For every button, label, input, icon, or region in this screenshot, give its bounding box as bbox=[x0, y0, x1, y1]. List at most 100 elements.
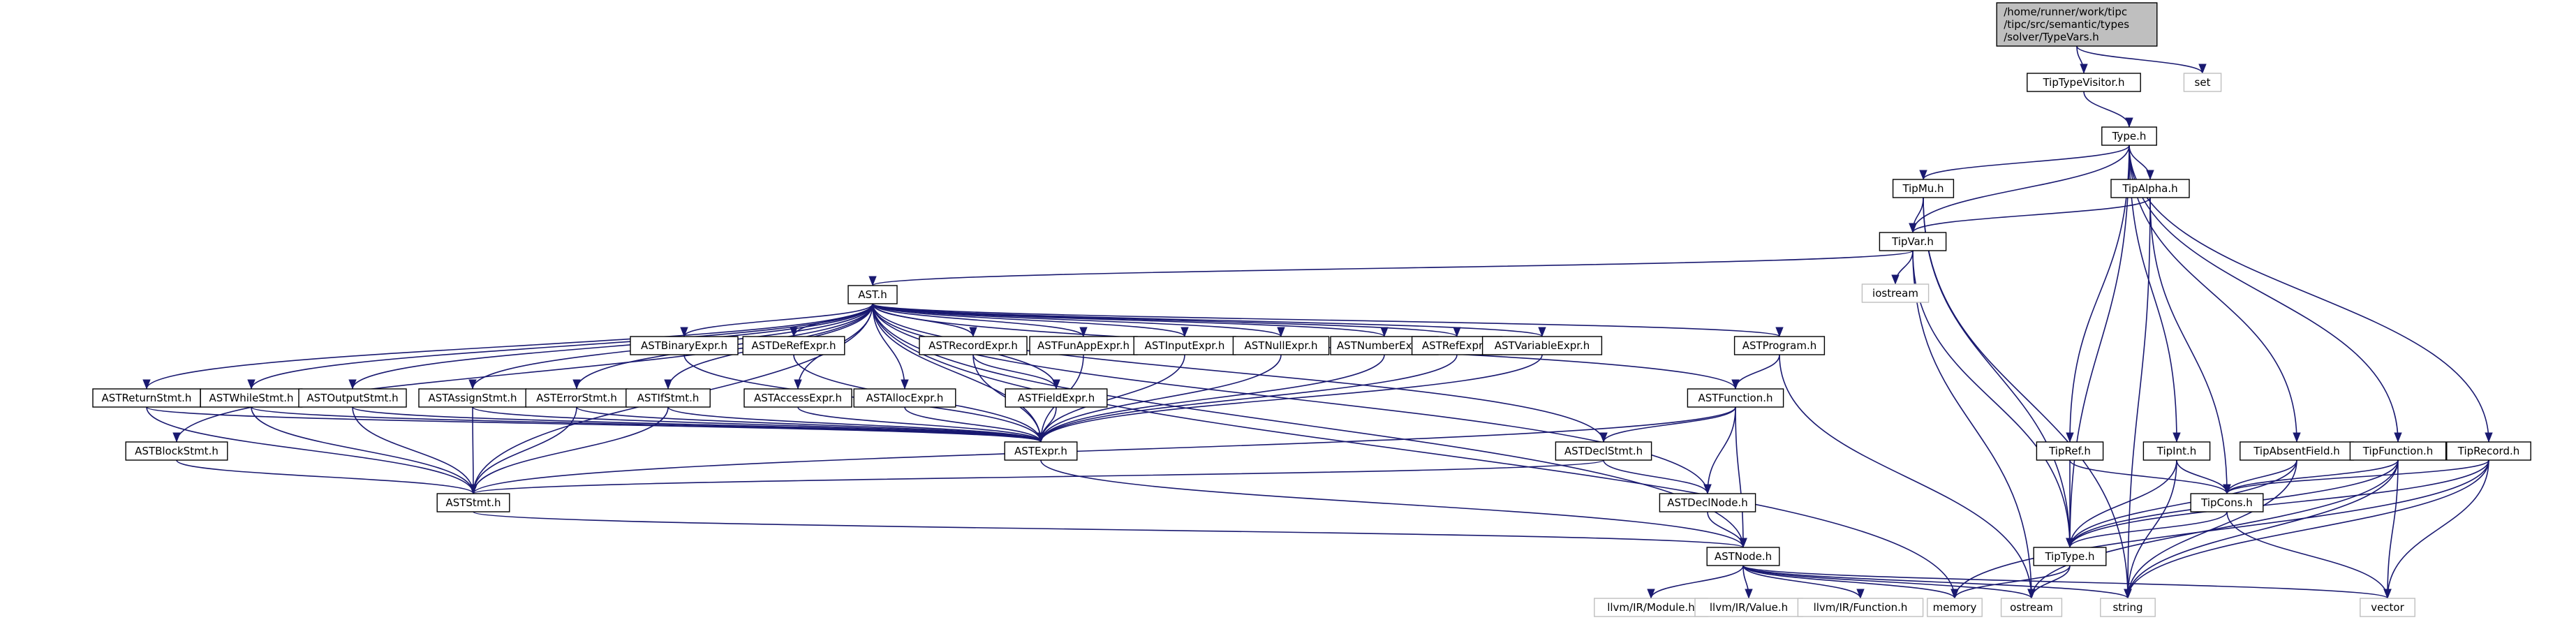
node-TipMu[interactable]: TipMu.h bbox=[1892, 179, 1955, 198]
node-box-ASTNullExpr bbox=[1232, 336, 1330, 355]
node-box-string bbox=[2100, 598, 2156, 617]
edge-Type-to-TipAlpha bbox=[2129, 145, 2154, 180]
node-TipCons[interactable]: TipCons.h bbox=[2190, 493, 2264, 512]
edge-Type-to-TipRef bbox=[2066, 145, 2130, 443]
node-TipRef[interactable]: TipRef.h bbox=[2036, 441, 2104, 461]
edge-AST-to-ASTOutputStmt bbox=[348, 303, 873, 390]
node-ASTIfStmt[interactable]: ASTIfStmt.h bbox=[626, 388, 711, 408]
edge-TipRecord-to-vector bbox=[2383, 459, 2489, 599]
node-ASTInputExpr[interactable]: ASTInputExpr.h bbox=[1133, 336, 1236, 355]
node-ASTFunAppExpr[interactable]: ASTFunAppExpr.h bbox=[1029, 336, 1138, 355]
edge-root-to-set bbox=[2076, 45, 2207, 74]
node-label-TipAbsentField: TipAbsentField.h bbox=[2253, 445, 2340, 457]
node-ASTFunction[interactable]: ASTFunction.h bbox=[1687, 388, 1784, 408]
edge-ASTNode-to-ostream bbox=[1742, 565, 2036, 599]
node-TipVar[interactable]: TipVar.h bbox=[1879, 232, 1947, 251]
edge-TipType-to-ostream bbox=[2027, 565, 2071, 599]
edge-TipFunction-to-ostream bbox=[2027, 459, 2399, 599]
edge-AST-to-ASTFunAppExpr bbox=[872, 303, 1088, 337]
node-ASTBinaryExpr[interactable]: ASTBinaryExpr.h bbox=[630, 336, 739, 355]
node-TipFunction[interactable]: TipFunction.h bbox=[2349, 441, 2447, 461]
node-label-TipMu: TipMu.h bbox=[1902, 182, 1944, 195]
node-label-ASTProgram: ASTProgram.h bbox=[1742, 339, 1817, 352]
node-ASTAssignStmt[interactable]: ASTAssignStmt.h bbox=[418, 388, 527, 408]
edge-ASTFieldExpr-to-ASTExpr bbox=[1037, 406, 1057, 443]
edge-Type-to-TipMu bbox=[1919, 145, 2130, 180]
node-label-set: set bbox=[2195, 76, 2211, 89]
edge-AST-to-ASTBinaryExpr bbox=[680, 303, 873, 337]
node-ASTVariableExpr[interactable]: ASTVariableExpr.h bbox=[1481, 336, 1603, 355]
node-ASTBlockStmt[interactable]: ASTBlockStmt.h bbox=[125, 441, 228, 461]
edge-AST-to-ASTReturnStmt bbox=[142, 303, 873, 390]
node-TipTypeVisitor[interactable]: TipTypeVisitor.h bbox=[2027, 73, 2141, 92]
node-box-memory bbox=[1927, 598, 1983, 617]
node-label-llvmFunction: llvm/IR/Function.h bbox=[1814, 601, 1908, 614]
node-label-ASTStmt: ASTStmt.h bbox=[445, 496, 501, 509]
node-label-ASTNode: ASTNode.h bbox=[1715, 550, 1772, 563]
edge-AST-to-ASTProgram bbox=[872, 303, 1783, 337]
node-ASTRecordExpr[interactable]: ASTRecordExpr.h bbox=[919, 336, 1028, 355]
edge-TipTypeVisitor-to-Type bbox=[2083, 91, 2133, 128]
node-box-TipTypeVisitor bbox=[2027, 73, 2141, 92]
node-ASTDeRefExpr[interactable]: ASTDeRefExpr.h bbox=[742, 336, 845, 355]
node-label-ASTRefExpr: ASTRefExpr.h bbox=[1422, 339, 1492, 352]
node-ASTProgram[interactable]: ASTProgram.h bbox=[1733, 336, 1826, 355]
node-ASTAllocExpr[interactable]: ASTAllocExpr.h bbox=[853, 388, 956, 408]
node-ASTReturnStmt[interactable]: ASTReturnStmt.h bbox=[92, 388, 201, 408]
node-label-TipType: TipType.h bbox=[2044, 550, 2094, 563]
node-TipInt[interactable]: TipInt.h bbox=[2142, 441, 2211, 461]
node-TipAlpha[interactable]: TipAlpha.h bbox=[2110, 179, 2190, 198]
node-label-TipCons: TipCons.h bbox=[2200, 496, 2253, 509]
edge-ASTFunction-to-ASTDeclStmt bbox=[1599, 406, 1736, 443]
node-ASTDeclNode[interactable]: ASTDeclNode.h bbox=[1659, 493, 1756, 512]
node-label-ASTAllocExpr: ASTAllocExpr.h bbox=[866, 392, 944, 404]
edge-AST-to-ASTAllocExpr bbox=[872, 303, 909, 390]
node-TipAbsentField[interactable]: TipAbsentField.h bbox=[2240, 441, 2354, 461]
node-ASTFieldExpr[interactable]: ASTFieldExpr.h bbox=[1005, 388, 1108, 408]
node-label-ASTOutputStmt: ASTOutputStmt.h bbox=[306, 392, 398, 404]
node-label-ASTInputExpr: ASTInputExpr.h bbox=[1145, 339, 1225, 352]
node-ASTNullExpr[interactable]: ASTNullExpr.h bbox=[1232, 336, 1330, 355]
edge-AST-to-ASTVariableExpr bbox=[872, 303, 1546, 337]
edge-TipCons-to-TipType bbox=[2066, 511, 2228, 548]
node-ASTOutputStmt[interactable]: ASTOutputStmt.h bbox=[298, 388, 407, 408]
edge-TipRecord-to-memory bbox=[1950, 459, 2489, 599]
node-ASTNode[interactable]: ASTNode.h bbox=[1706, 547, 1780, 566]
node-label-root: /home/runner/work/tipc bbox=[2004, 6, 2127, 18]
node-ASTWhileStmt[interactable]: ASTWhileStmt.h bbox=[200, 388, 303, 408]
node-root[interactable]: /home/runner/work/tipc/tipc/src/semantic… bbox=[1996, 2, 2158, 47]
node-label-ASTNullExpr: ASTNullExpr.h bbox=[1245, 339, 1318, 352]
node-label-llvmValue: llvm/IR/Value.h bbox=[1710, 601, 1788, 614]
node-box-set bbox=[2183, 73, 2222, 92]
node-box-ASTWhileStmt bbox=[200, 388, 303, 408]
node-box-ASTFunction bbox=[1687, 388, 1784, 408]
edge-AST-to-ASTExpr bbox=[872, 303, 1045, 443]
edge-TipVar-to-AST bbox=[869, 250, 1914, 286]
node-label-TipInt: TipInt.h bbox=[2156, 445, 2196, 457]
node-box-ASTDeclStmt bbox=[1555, 441, 1652, 461]
node-ASTErrorStmt[interactable]: ASTErrorStmt.h bbox=[525, 388, 628, 408]
edge-AST-to-ASTNullExpr bbox=[872, 303, 1285, 337]
edge-TipRecord-to-TipType bbox=[2066, 459, 2489, 548]
node-label-root: /solver/TypeVars.h bbox=[2004, 31, 2099, 43]
node-TipRecord[interactable]: TipRecord.h bbox=[2446, 441, 2531, 461]
node-box-ASTFunAppExpr bbox=[1029, 336, 1138, 355]
node-label-TipFunction: TipFunction.h bbox=[2362, 445, 2433, 457]
node-AST[interactable]: AST.h bbox=[847, 285, 898, 304]
node-ASTStmt[interactable]: ASTStmt.h bbox=[436, 493, 510, 512]
edge-AST-to-ASTDeclStmt bbox=[872, 303, 1608, 443]
edge-TipFunction-to-TipCons bbox=[2223, 459, 2399, 494]
node-box-llvmValue bbox=[1694, 598, 1803, 617]
edge-ASTRecordExpr-to-ASTFieldExpr bbox=[972, 354, 1060, 390]
node-ASTAccessExpr[interactable]: ASTAccessExpr.h bbox=[743, 388, 852, 408]
node-TipType[interactable]: TipType.h bbox=[2033, 547, 2107, 566]
edge-AST-to-ASTBlockStmt bbox=[172, 303, 873, 443]
edge-AST-to-ASTInputExpr bbox=[872, 303, 1189, 337]
node-ASTDeclStmt[interactable]: ASTDeclStmt.h bbox=[1555, 441, 1652, 461]
edge-TipVar-to-iostream bbox=[1891, 250, 1914, 285]
node-ASTExpr[interactable]: ASTExpr.h bbox=[1004, 441, 1078, 461]
node-box-ostream bbox=[2000, 598, 2063, 617]
node-Type[interactable]: Type.h bbox=[2101, 126, 2157, 146]
edge-TipAlpha-to-string bbox=[2124, 197, 2151, 599]
edge-Type-to-TipAbsentField bbox=[2129, 145, 2301, 443]
